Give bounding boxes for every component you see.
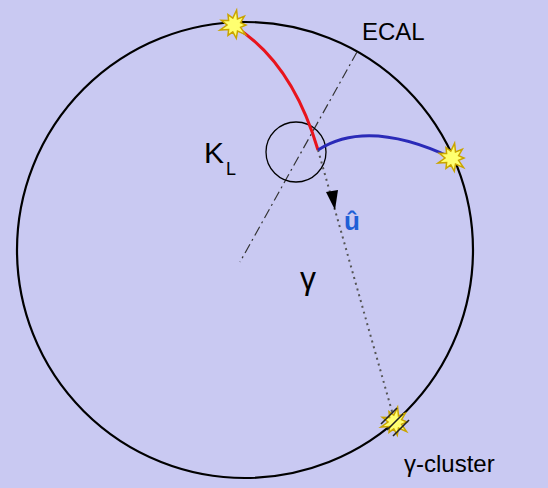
hit-burst bbox=[381, 407, 407, 435]
detector-label: ECAL bbox=[362, 20, 425, 44]
hatch-line bbox=[393, 420, 409, 436]
axis-line bbox=[240, 52, 357, 262]
cluster-label: γ-cluster bbox=[404, 452, 495, 476]
track-blue bbox=[318, 136, 452, 158]
hit-burst bbox=[438, 143, 464, 171]
hit-cluster bbox=[381, 407, 409, 436]
particle-subscript: L bbox=[226, 160, 236, 178]
particle-label: K bbox=[204, 138, 224, 168]
unit-vector-label: û bbox=[344, 208, 360, 234]
direction-arrowhead bbox=[326, 190, 338, 210]
hit-cluster bbox=[438, 143, 464, 171]
calorimeter-ring bbox=[17, 22, 473, 478]
track-red bbox=[234, 26, 318, 150]
decay-region bbox=[266, 122, 326, 182]
photon-path bbox=[318, 150, 395, 422]
hit-burst bbox=[220, 10, 246, 38]
hit-cluster bbox=[220, 10, 246, 38]
photon-label: γ bbox=[300, 262, 316, 294]
